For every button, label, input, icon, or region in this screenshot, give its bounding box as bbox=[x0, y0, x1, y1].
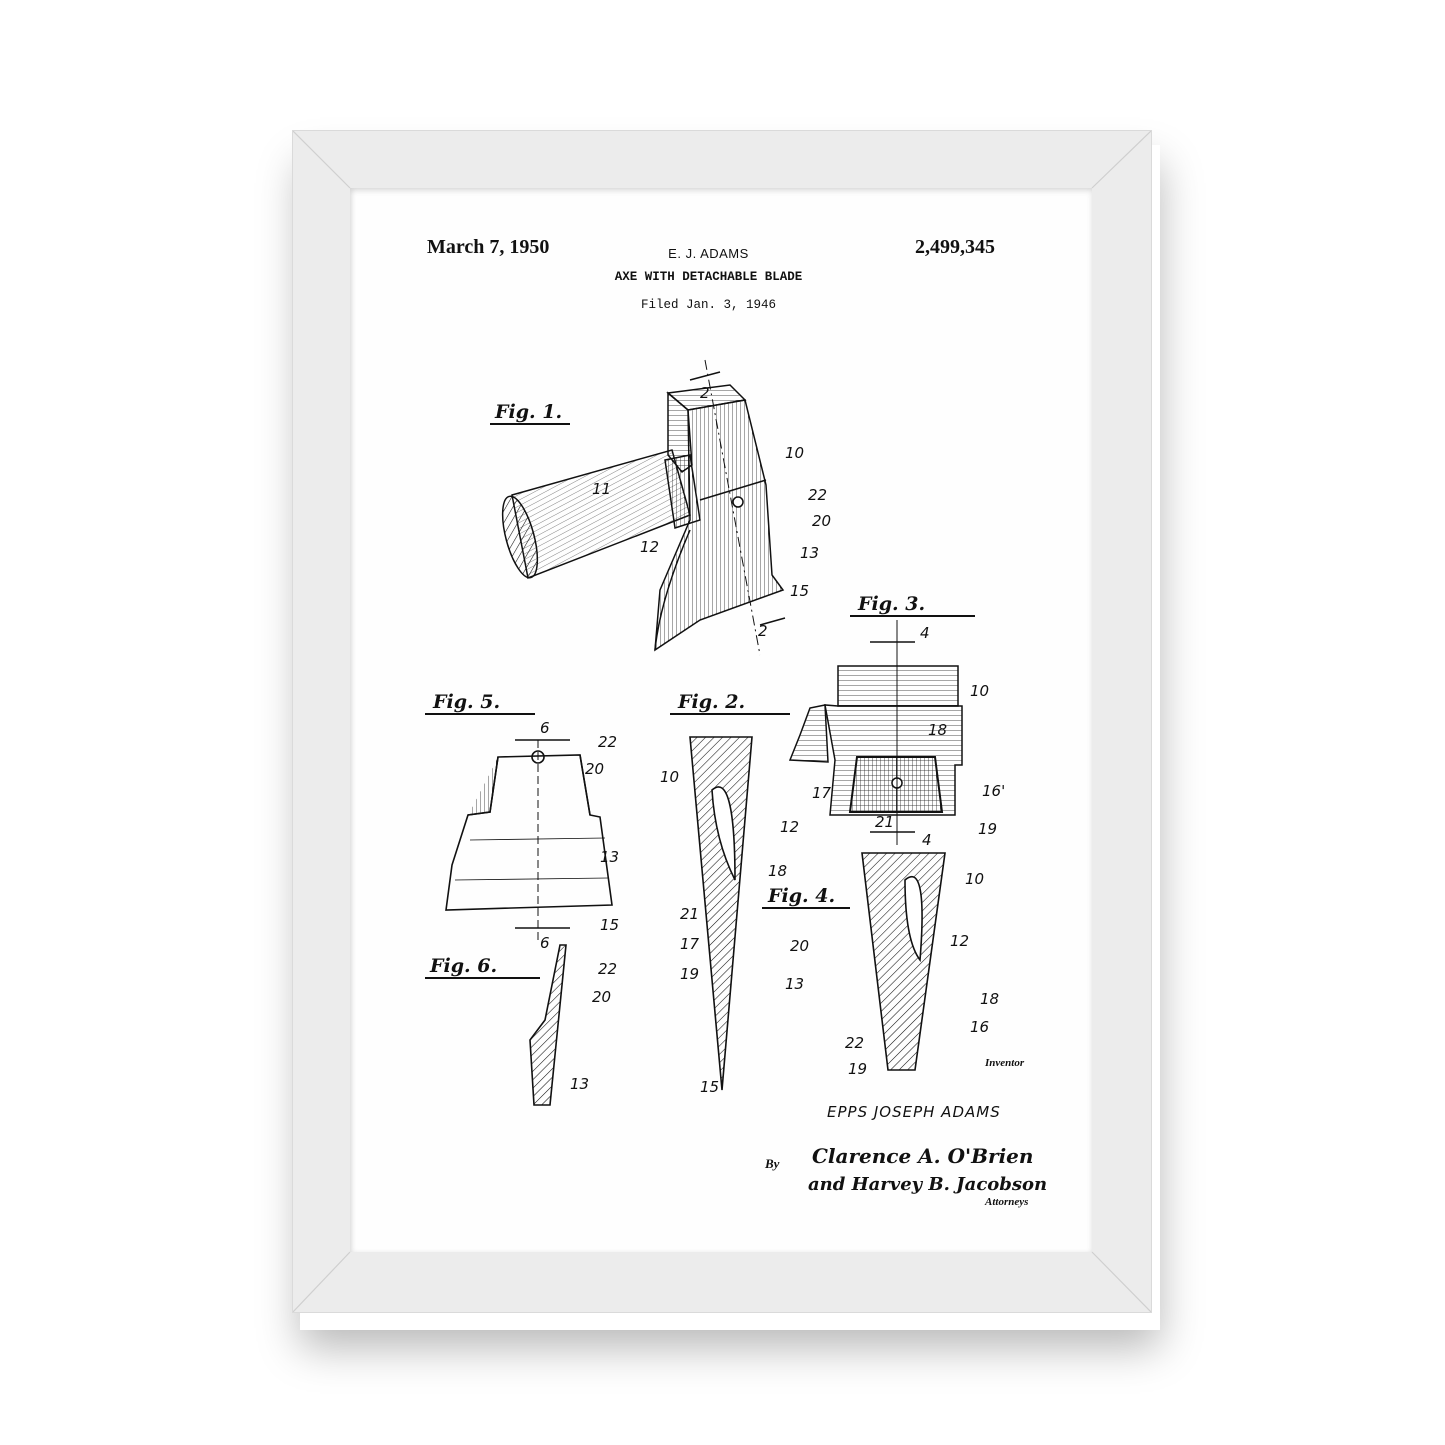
attorneys-label: Attorneys bbox=[984, 1196, 1028, 1208]
frame-miter-joints bbox=[292, 130, 1152, 1313]
figure-3-head-view bbox=[788, 620, 963, 845]
reference-numeral: 19 bbox=[978, 820, 997, 838]
reference-numeral: 13 bbox=[785, 975, 804, 993]
fig4-reference-numerals: 10 12 18 16 22 19 bbox=[845, 870, 999, 1078]
reference-numeral: 16' bbox=[982, 782, 1005, 800]
fig4-label: Fig. 4. bbox=[767, 885, 835, 907]
reference-numeral: 10 bbox=[965, 870, 984, 888]
reference-numeral: 18 bbox=[928, 721, 947, 739]
inventor-name: EPPS JOSEPH ADAMS bbox=[827, 1103, 1001, 1121]
reference-numeral: 13 bbox=[800, 544, 819, 562]
fig2-label: Fig. 2. bbox=[677, 691, 745, 713]
reference-numeral: 6 bbox=[540, 719, 550, 737]
fig6-label: Fig. 6. bbox=[429, 955, 497, 977]
inventor-header: E. J. ADAMS bbox=[668, 246, 749, 261]
reference-numeral: 21 bbox=[680, 905, 699, 923]
reference-numeral: 20 bbox=[812, 512, 831, 530]
fig5-label: Fig. 5. bbox=[432, 691, 500, 713]
reference-numeral: 15 bbox=[790, 582, 809, 600]
fig3-label: Fig. 3. bbox=[857, 593, 925, 615]
filed-date: Filed Jan. 3, 1946 bbox=[640, 298, 777, 312]
patent-number: 2,499,345 bbox=[915, 236, 995, 258]
reference-numeral: 18 bbox=[768, 862, 787, 880]
reference-numeral: 4 bbox=[922, 831, 932, 849]
reference-numeral: 6 bbox=[540, 934, 550, 952]
reference-numeral: 20 bbox=[790, 937, 809, 955]
figure-4-section bbox=[861, 852, 946, 1071]
attorney-signature-2: and Harvey B. Jacobson bbox=[808, 1174, 1047, 1195]
reference-numeral: 17 bbox=[812, 784, 832, 802]
reference-numeral: 13 bbox=[600, 848, 619, 866]
figure-5-blade-front bbox=[445, 739, 613, 940]
reference-numeral: 2 bbox=[700, 384, 710, 402]
reference-numeral: 12 bbox=[640, 538, 659, 556]
reference-numeral: 20 bbox=[592, 988, 611, 1006]
by-label: By bbox=[764, 1156, 780, 1171]
reference-numeral: 4 bbox=[920, 624, 930, 642]
figure-6-section bbox=[529, 944, 567, 1106]
reference-numeral: 19 bbox=[848, 1060, 867, 1078]
reference-numeral: 22 bbox=[845, 1034, 864, 1052]
reference-numeral: 22 bbox=[598, 960, 617, 978]
reference-numeral: 18 bbox=[980, 990, 999, 1008]
fig1-label: Fig. 1. bbox=[494, 401, 562, 423]
figure-2-section bbox=[689, 736, 753, 1091]
reference-numeral: 21 bbox=[875, 813, 894, 831]
reference-numeral: 12 bbox=[780, 818, 799, 836]
inventor-label: Inventor bbox=[984, 1057, 1025, 1069]
fig2-reference-numerals: 10 12 18 21 17 20 19 13 15 bbox=[660, 768, 809, 1096]
fig5-reference-numerals: 6 22 20 13 15 6 bbox=[540, 719, 619, 952]
reference-numeral: 10 bbox=[785, 444, 804, 462]
reference-numeral: 11 bbox=[592, 480, 611, 498]
reference-numeral: 22 bbox=[808, 486, 827, 504]
reference-numeral: 10 bbox=[970, 682, 989, 700]
attorney-signature-1: Clarence A. O'Brien bbox=[812, 1144, 1033, 1168]
reference-numeral: 13 bbox=[570, 1075, 589, 1093]
reference-numeral: 2 bbox=[758, 622, 768, 640]
reference-numeral: 17 bbox=[680, 935, 700, 953]
fig6-reference-numerals: 22 20 13 bbox=[570, 960, 617, 1093]
reference-numeral: 15 bbox=[600, 916, 619, 934]
patent-date: March 7, 1950 bbox=[427, 236, 550, 258]
patent-title: AXE WITH DETACHABLE BLADE bbox=[614, 270, 803, 284]
reference-numeral: 19 bbox=[680, 965, 699, 983]
reference-numeral: 10 bbox=[660, 768, 679, 786]
reference-numeral: 12 bbox=[950, 932, 969, 950]
reference-numeral: 22 bbox=[598, 733, 617, 751]
reference-numeral: 15 bbox=[700, 1078, 719, 1096]
fig3-reference-numerals: 4 10 18 16' 17 21 4 19 bbox=[812, 624, 1005, 849]
reference-numeral: 20 bbox=[585, 760, 604, 778]
fig1-reference-numerals: 11 10 22 20 13 12 15 2 2 bbox=[592, 384, 831, 640]
reference-numeral: 16 bbox=[970, 1018, 989, 1036]
figure-1-axe bbox=[501, 359, 786, 656]
